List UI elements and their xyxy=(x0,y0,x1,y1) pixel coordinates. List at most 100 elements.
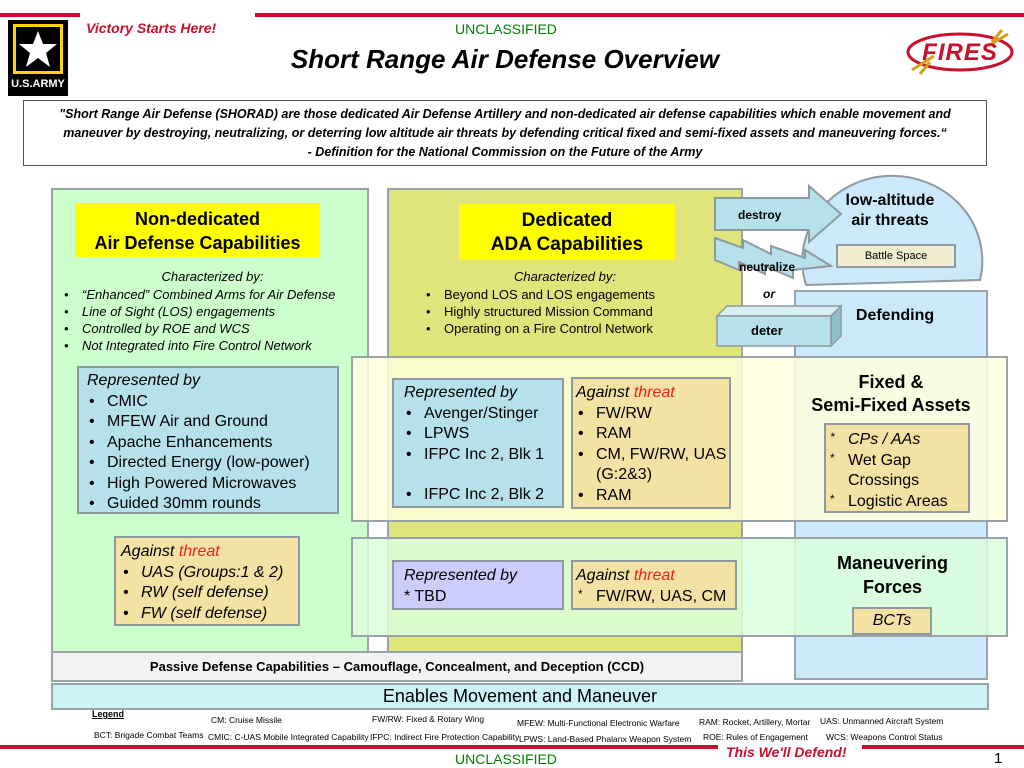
non-dedicated-title: Non-dedicated Air Defense Capabilities xyxy=(75,203,320,257)
legend-uas: UAS: Unmanned Aircraft System xyxy=(820,716,944,726)
army-logo: U.S.ARMY xyxy=(8,20,68,96)
footer-slogan: This We'll Defend! xyxy=(726,744,847,760)
list-item: CMIC xyxy=(87,392,337,413)
legend-lpws: LPWS: Land-Based Phalanx Weapon System xyxy=(519,734,692,744)
fires-logo: FIRES xyxy=(904,26,1016,80)
passive-defense-bar: Passive Defense Capabilities – Camouflag… xyxy=(51,651,743,682)
list-item: Beyond LOS and LOS engagements xyxy=(424,286,724,303)
list-item: RAM xyxy=(576,424,729,445)
legend-cmic: CMIC: C-UAS Mobile Integrated Capability xyxy=(208,732,369,742)
classification-bottom: UNCLASSIFIED xyxy=(455,751,557,767)
dedicated-represented-list: Avenger/Stinger LPWS IFPC Inc 2, Blk 1 I… xyxy=(404,404,562,506)
low-altitude-label: low-altitude air threats xyxy=(830,191,950,231)
page-number: 1 xyxy=(994,750,1003,767)
legend-bct: BCT: Brigade Combat Teams xyxy=(94,730,204,740)
tbd-text: * TBD xyxy=(404,587,447,605)
list-item: Avenger/Stinger xyxy=(404,404,562,425)
legend-cm: CM: Cruise Missile xyxy=(211,715,282,725)
list-item: LPWS xyxy=(404,424,562,445)
fixed-assets-title-line-2: Semi-Fixed Assets xyxy=(811,395,971,415)
threat-word: threat xyxy=(633,384,675,401)
list-item: RW (self defense) xyxy=(121,583,298,604)
list-item: IFPC Inc 2, Blk 1 xyxy=(404,445,562,466)
legend-fwrw: FW/RW: Fixed & Rotary Wing xyxy=(372,714,485,724)
neutralize-label: neutralize xyxy=(739,260,796,274)
neutralize-arrow-icon xyxy=(714,236,833,280)
dedicated-represented-box: Represented by Avenger/Stinger LPWS IFPC… xyxy=(392,378,564,508)
classification-top: UNCLASSIFIED xyxy=(455,21,557,37)
represented-by-label: Represented by xyxy=(404,567,517,584)
fixed-assets-title-line-1: Fixed & xyxy=(858,372,924,392)
legend-wcs: WCS: Weapons Control Status xyxy=(826,732,943,742)
list-item: Directed Energy (low-power) xyxy=(87,453,337,474)
list-item: Wet Gap Crossings xyxy=(828,448,968,492)
bcts-box: BCTs xyxy=(852,607,932,635)
maneuvering-title-line-1: Maneuvering xyxy=(836,553,949,573)
top-red-line-right xyxy=(255,13,1024,17)
dedicated-against-2-box: Against threat FW/RW, UAS, CM xyxy=(571,560,737,610)
against-threat-label: Against threat xyxy=(121,542,298,563)
list-item: Logistic Areas xyxy=(828,489,968,513)
threat-word: threat xyxy=(633,567,675,584)
definition-line-2: maneuver by destroying, neutralizing, or… xyxy=(63,126,947,140)
list-item: Highly structured Mission Command xyxy=(424,303,724,320)
list-item: High Powered Microwaves xyxy=(87,474,337,495)
non-dedicated-characterized: Characterized by: xyxy=(161,269,264,284)
dedicated-characterized: Characterized by: xyxy=(514,269,616,284)
legend-roe: ROE: Rules of Engagement xyxy=(703,732,808,742)
dedicated-against-box: Against threat FW/RW RAM CM, FW/RW, UAS … xyxy=(571,377,731,509)
destroy-label: destroy xyxy=(738,208,782,222)
page-title: Short Range Air Defense Overview xyxy=(290,44,720,74)
against-threat-label: Against threat xyxy=(576,566,735,587)
legend-ram: RAM: Rocket, Artillery, Mortar xyxy=(699,717,811,727)
deter-label: deter xyxy=(751,323,783,338)
defending-label: Defending xyxy=(855,307,935,324)
tagline: Victory Starts Here! xyxy=(86,20,217,36)
list-item: Apache Enhancements xyxy=(87,433,337,454)
list-item: Operating on a Fire Control Network xyxy=(424,320,724,337)
non-dedicated-represented-box: Represented by CMIC MFEW Air and Ground … xyxy=(77,366,339,514)
list-item: Line of Sight (LOS) engagements xyxy=(62,303,367,320)
or-label: or xyxy=(763,287,775,301)
represented-by-label: Represented by xyxy=(404,384,517,401)
against-label: Against xyxy=(576,384,630,401)
non-dedicated-title-line-2: Air Defense Capabilities xyxy=(94,233,301,253)
low-altitude-line-1: low-altitude xyxy=(845,192,935,209)
bottom-red-line-left xyxy=(0,745,718,749)
deter-box-icon xyxy=(715,304,843,348)
star-icon xyxy=(16,27,60,71)
against-label: Against xyxy=(576,567,630,584)
list-item: FW/RW, UAS, CM xyxy=(576,584,735,608)
enables-bar: Enables Movement and Maneuver xyxy=(51,683,989,710)
top-red-line-left xyxy=(0,13,80,17)
definition-line-1: "Short Range Air Defense (SHORAD) are th… xyxy=(59,107,951,121)
list-item: FW (self defense) xyxy=(121,604,298,625)
destroy-arrow-icon xyxy=(714,184,843,244)
legend-title: Legend xyxy=(92,709,125,719)
against-label: Against xyxy=(121,543,175,560)
low-altitude-line-2: air threats xyxy=(851,212,929,229)
bottom-red-line-right xyxy=(862,745,1024,749)
list-item: “Enhanced” Combined Arms for Air Defense xyxy=(62,286,367,303)
non-dedicated-title-line-1: Non-dedicated xyxy=(134,209,260,229)
definition-source: - Definition for the National Commission… xyxy=(307,145,703,159)
list-item: CPs / AAs xyxy=(828,427,968,451)
non-dedicated-represented-list: CMIC MFEW Air and Ground Apache Enhancem… xyxy=(87,392,337,515)
non-dedicated-against-box: Against threat UAS (Groups:1 & 2) RW (se… xyxy=(114,536,300,626)
legend-ifpc: IFPC: Indirect Fire Protection Capabilit… xyxy=(370,732,520,742)
list-item: UAS (Groups:1 & 2) xyxy=(121,563,298,584)
maneuvering-title-line-2: Forces xyxy=(862,577,923,597)
battle-space-box: Battle Space xyxy=(836,244,956,268)
dedicated-title-line-2: ADA Capabilities xyxy=(490,234,644,255)
dedicated-against-2-list: FW/RW, UAS, CM xyxy=(576,584,735,608)
fixed-assets-list: CPs / AAs Wet Gap Crossings Logistic Are… xyxy=(828,427,968,513)
represented-by-label: Represented by xyxy=(87,372,200,389)
list-item: IFPC Inc 2, Blk 2 xyxy=(404,485,562,506)
list-item: Not Integrated into Fire Control Network xyxy=(62,337,367,354)
dedicated-title-line-1: Dedicated xyxy=(521,210,613,231)
fixed-assets-title: Fixed & Semi-Fixed Assets xyxy=(795,371,987,417)
dedicated-title: Dedicated ADA Capabilities xyxy=(459,204,675,260)
list-item: MFEW Air and Ground xyxy=(87,412,337,433)
non-dedicated-characteristics: “Enhanced” Combined Arms for Air Defense… xyxy=(62,286,367,354)
non-dedicated-against-list: UAS (Groups:1 & 2) RW (self defense) FW … xyxy=(121,563,298,625)
